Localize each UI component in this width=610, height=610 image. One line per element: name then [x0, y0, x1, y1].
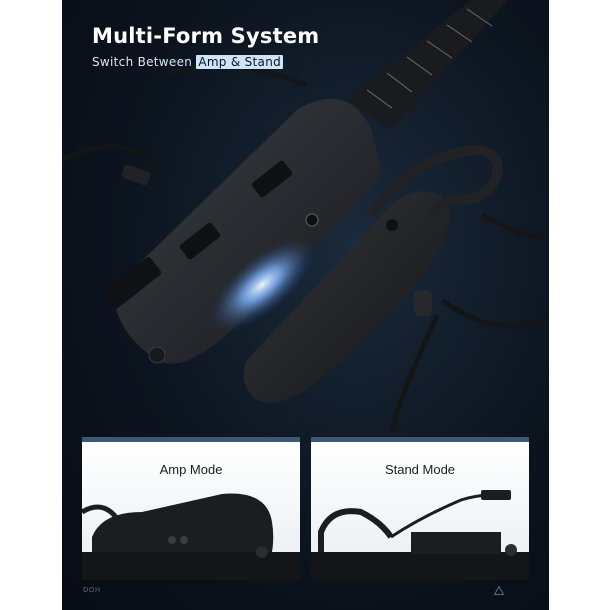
cable-jack-right [414, 290, 432, 316]
subtitle-prefix: Switch Between [92, 55, 197, 69]
cable-right-top [480, 212, 549, 239]
subtitle-highlight: Amp & Stand [196, 55, 284, 69]
stand-mode-label: Stand Mode [384, 462, 456, 477]
stand-knob [386, 219, 398, 231]
cable-stand [389, 314, 440, 431]
guitar-neck [347, 0, 508, 130]
connection-glow [209, 238, 315, 332]
cable-right-bottom [440, 297, 549, 329]
stand-mode-panel: Stand Mode [311, 437, 529, 580]
poster-title: Multi-Form System [92, 24, 320, 48]
stand-body [243, 191, 450, 403]
brand-mark: DOH [83, 586, 101, 594]
amp-mode-label: Amp Mode [159, 462, 223, 477]
stand-mode-illustration [311, 490, 529, 580]
guitar-body [112, 98, 382, 364]
cable-top [166, 63, 308, 88]
amp-mode-panel: Amp Mode [82, 437, 300, 580]
output-jack [305, 213, 319, 227]
cable-left [62, 144, 160, 177]
fret-lines [366, 8, 493, 109]
pickup-bridge [179, 222, 221, 260]
bridge-saddle [102, 257, 162, 309]
pickup-neck [251, 160, 293, 198]
product-poster: Multi-Form System Switch Between Amp & S… [62, 0, 549, 610]
triangle-icon [494, 586, 504, 595]
cable-jack-left [121, 164, 151, 186]
guitar-hero-illustration [62, 0, 549, 431]
poster-subtitle: Switch Between Amp & Stand [92, 55, 284, 69]
volume-knob [148, 346, 166, 364]
mode-panels: Amp Mode Stand Mode [82, 437, 529, 580]
amp-mode-illustration [82, 493, 300, 580]
stand-arm [367, 144, 503, 218]
